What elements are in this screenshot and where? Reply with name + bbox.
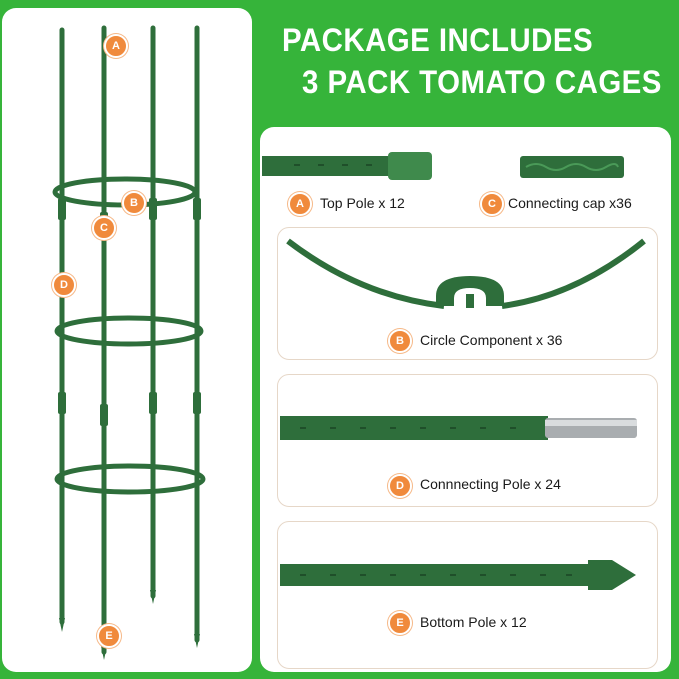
part-c-badge: C [480,192,504,216]
part-d-badge: D [388,474,412,498]
cage-badge-d: D [52,273,76,297]
headline-line-1: PACKAGE INCLUDES [282,22,594,58]
part-e-card [277,521,658,669]
cage-badge-c: C [92,216,116,240]
cage-badge-a: A [104,34,128,58]
part-a-badge: A [288,192,312,216]
part-d-label: Connnecting Pole x 24 [420,476,561,492]
part-b-badge: B [388,329,412,353]
part-c-label: Connecting cap x36 [508,195,632,211]
cage-badge-b: B [122,191,146,215]
part-b-label: Circle Component x 36 [420,332,563,348]
cage-badge-e: E [97,624,121,648]
part-e-badge: E [388,611,412,635]
assembled-cage-panel [2,8,252,672]
part-a-label: Top Pole x 12 [320,195,405,211]
part-d-card [277,374,658,507]
headline-line-2: 3 PACK TOMATO CAGES [302,64,662,100]
part-e-label: Bottom Pole x 12 [420,614,527,630]
